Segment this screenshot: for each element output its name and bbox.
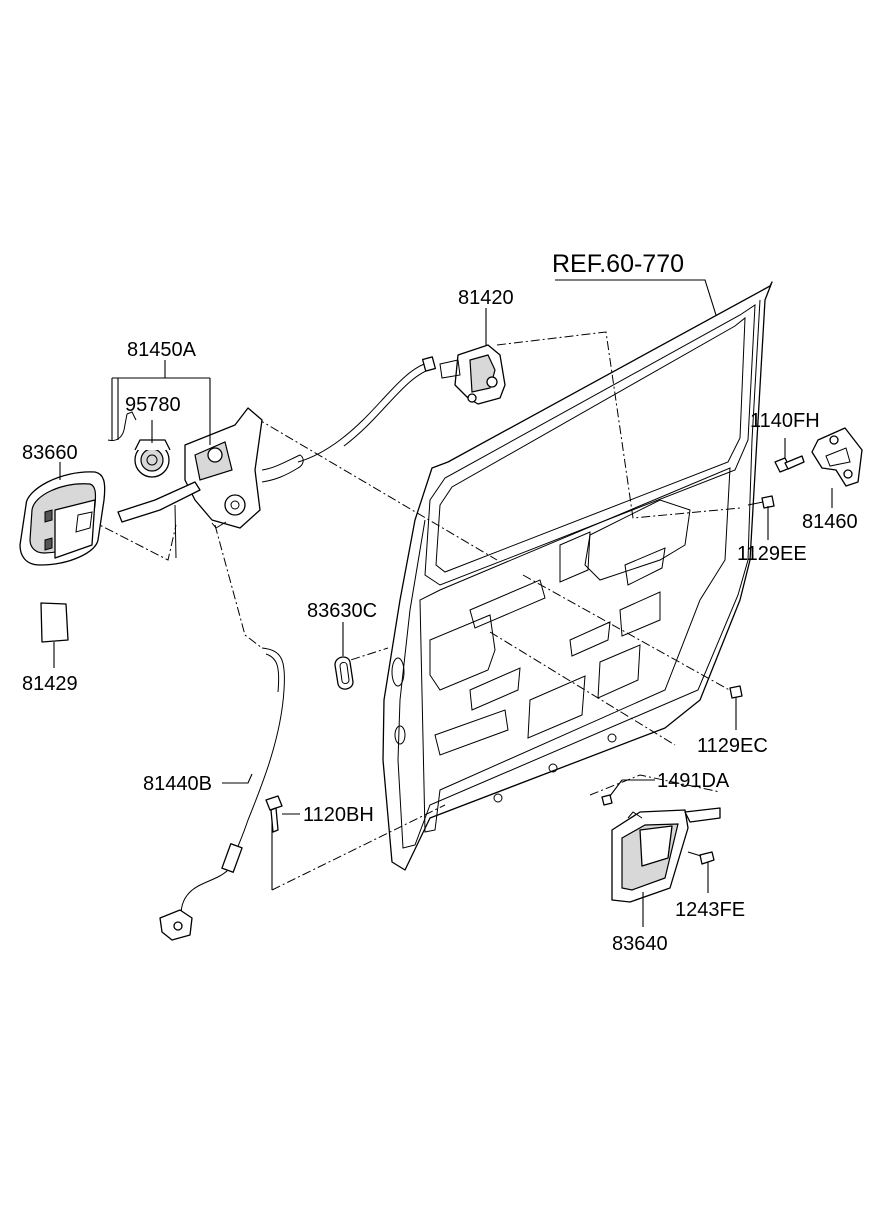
label-83630C: 83630C xyxy=(307,600,377,622)
label-81420: 81420 xyxy=(458,287,514,309)
reference-lines xyxy=(89,279,741,891)
cable-81440B xyxy=(159,647,285,941)
striker-81460 xyxy=(811,427,863,487)
grommet-83630C xyxy=(334,656,354,690)
label-81450A: 81450A xyxy=(127,339,197,361)
actuator-95780 xyxy=(134,439,171,478)
upper-latch-81420 xyxy=(297,344,506,463)
label-1129EE: 1129EE xyxy=(737,543,807,565)
door-lock-81450A xyxy=(107,407,304,559)
inside-handle-83640 xyxy=(611,807,721,903)
label-1129EC: 1129EC xyxy=(697,735,768,757)
label-81440B: 81440B xyxy=(143,773,212,795)
screw-1243FE xyxy=(687,851,715,865)
label-1140FH: 1140FH xyxy=(750,410,820,432)
bolt-1120BH xyxy=(265,795,283,833)
label-leaders xyxy=(53,308,833,927)
label-1243FE: 1243FE xyxy=(675,899,745,921)
part-labels: REF.60-770 81420 81450A 95780 83660 8142… xyxy=(22,250,858,955)
label-83640: 83640 xyxy=(612,933,668,955)
screw-1129EC xyxy=(729,685,743,699)
screw-1129EE xyxy=(747,495,775,509)
door-panel-openings xyxy=(391,499,691,803)
label-1120BH: 1120BH xyxy=(303,804,374,826)
door-panel xyxy=(382,281,773,871)
outside-handle-83660 xyxy=(19,471,106,566)
label-1491DA: 1491DA xyxy=(657,770,730,792)
bolt-1140FH xyxy=(774,455,805,473)
screw-1491DA xyxy=(601,794,613,806)
label-83660: 83660 xyxy=(22,442,78,464)
label-81429: 81429 xyxy=(22,673,78,695)
pad-81429 xyxy=(40,602,69,643)
label-ref: REF.60-770 xyxy=(552,250,684,278)
label-81460: 81460 xyxy=(802,511,858,533)
label-95780: 95780 xyxy=(125,394,181,416)
